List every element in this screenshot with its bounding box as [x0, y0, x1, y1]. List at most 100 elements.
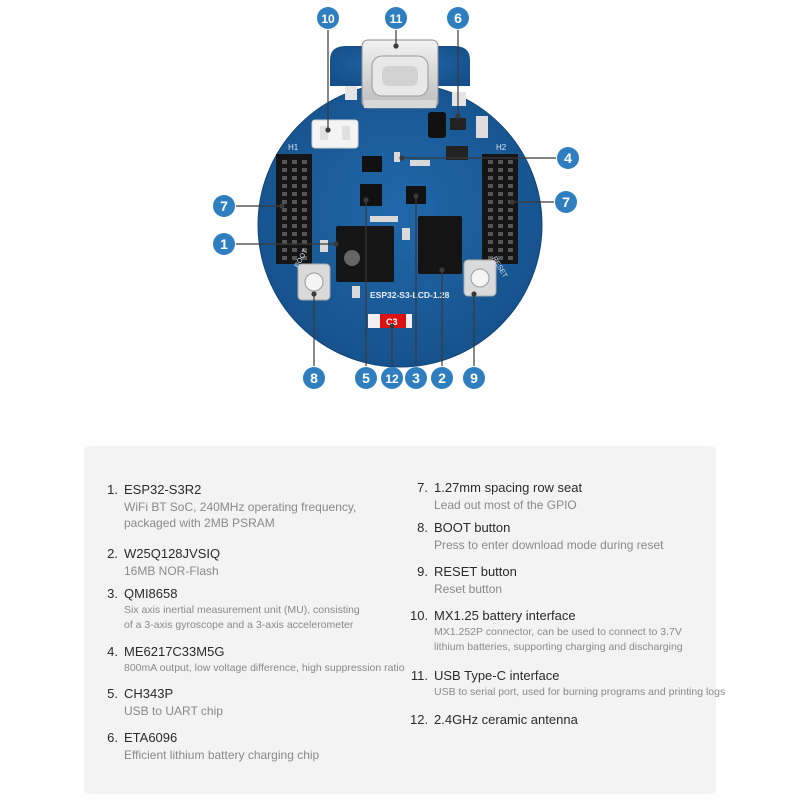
legend-item-description-line: Reset button — [434, 582, 503, 596]
legend-item-description-line: Lead out most of the GPIO — [434, 498, 577, 512]
header-pin — [488, 216, 493, 220]
legend-item-number: 8. — [417, 520, 428, 535]
legend-item-number: 1. — [107, 482, 118, 497]
header-pin — [508, 192, 513, 196]
header-pin — [508, 240, 513, 244]
callout-7-right-number: 7 — [562, 194, 570, 210]
legend-item-description: USB to UART chip — [100, 703, 223, 719]
legend-item-description-line: Efficient lithium battery charging chip — [124, 748, 320, 762]
header-pin — [508, 184, 513, 188]
legend-item-title: 1. ESP32-S3R2 — [100, 482, 356, 498]
callout-5-number: 5 — [362, 370, 370, 386]
callout-2-number: 2 — [438, 370, 446, 386]
legend-item-title: 10.MX1.25 battery interface — [410, 608, 683, 624]
header-pin — [508, 168, 513, 172]
legend-item-title: 8.BOOT button — [410, 520, 663, 536]
legend-item-title-text: ETA6096 — [124, 730, 178, 745]
legend-item-description: Lead out most of the GPIO — [410, 497, 582, 513]
header-pin — [302, 160, 307, 164]
passives — [320, 152, 430, 298]
header-pin — [292, 176, 297, 180]
header-pin — [498, 184, 503, 188]
header-pin — [282, 176, 287, 180]
legend-item-number: 9. — [417, 564, 428, 579]
header-pin — [508, 160, 513, 164]
header-pin — [488, 232, 493, 236]
header-pin — [498, 168, 503, 172]
header-pin — [282, 256, 287, 260]
callout-11-number: 11 — [390, 12, 403, 26]
header-pin — [508, 216, 513, 220]
legend-item-description-line: WiFi BT SoC, 240MHz operating frequency, — [124, 500, 357, 514]
legend-item-title-text: 1.27mm spacing row seat — [434, 480, 583, 495]
legend-item-title-text: RESET button — [434, 564, 517, 579]
usb-side-part-left — [345, 86, 357, 100]
header-pin — [498, 256, 503, 260]
legend-item-number: 2. — [107, 546, 118, 561]
reset-button-graphic — [463, 259, 497, 297]
header-pin — [292, 216, 297, 220]
callout-1-number: 1 — [220, 236, 228, 252]
legend-item-title: 12.2.4GHz ceramic antenna — [410, 712, 578, 728]
legend-item-description: Press to enter download mode during rese… — [410, 537, 663, 553]
header-pin — [508, 248, 513, 252]
legend-item-description: Reset button — [410, 581, 517, 597]
legend-item-title: 2. W25Q128JVSIQ — [100, 546, 220, 562]
legend-item-description: Six axis inertial measurement unit (MU),… — [100, 603, 360, 633]
legend-item-description: 16MB NOR-Flash — [100, 563, 220, 579]
callout-4-number: 4 — [564, 150, 572, 166]
legend-item-title-text: W25Q128JVSIQ — [124, 546, 221, 561]
callout-9-leader-dot — [471, 291, 477, 297]
callout-7-right-leader-dot — [509, 199, 515, 205]
header-pin — [498, 216, 503, 220]
header-pin — [282, 224, 287, 228]
legend-item-description-line: 800mA output, low voltage difference, hi… — [124, 662, 405, 674]
legend-item-description-line: lithium batteries, supporting charging a… — [434, 641, 683, 653]
callout-8-leader-dot — [311, 291, 317, 297]
header-pin — [488, 200, 493, 204]
callout-2-badge — [431, 367, 453, 389]
usb-c-connector — [361, 39, 439, 109]
legend-item-title-text: USB Type-C interface — [434, 668, 560, 683]
callout-1-leader-dot — [333, 241, 339, 247]
header-pin — [282, 232, 287, 236]
legend-item-title: 3.QMI8658 — [100, 586, 360, 602]
legend-item-description-line: USB to serial port, used for burning pro… — [434, 686, 726, 698]
header-pin — [302, 240, 307, 244]
header-pin — [292, 248, 297, 252]
legend-item-number: 7. — [417, 480, 428, 495]
header-pin — [488, 208, 493, 212]
legend-item-title: 5.CH343P — [100, 686, 223, 702]
charger-area — [428, 112, 488, 160]
board-name-silkscreen: ESP32-S3-LCD-1.28 — [370, 290, 450, 300]
callout-7-left-number: 7 — [220, 198, 228, 214]
header-pin — [498, 200, 503, 204]
callout-4-leader-dot — [399, 155, 405, 161]
header-pin — [508, 232, 513, 236]
header-pin — [282, 184, 287, 188]
header-pin — [302, 232, 307, 236]
legend-item-number: 10. — [410, 608, 429, 623]
header-pin — [282, 168, 287, 172]
header-pin — [292, 184, 297, 188]
header-pin — [498, 240, 503, 244]
header-pin — [282, 216, 287, 220]
header-pin — [508, 224, 513, 228]
legend-item-title: 11.USB Type-C interface — [410, 668, 725, 684]
legend-item-title-text: ESP32-S3R2 — [124, 482, 202, 497]
silkscreen-c3: C3 — [386, 317, 398, 327]
header-pin — [282, 240, 287, 244]
legend-item-description-line: of a 3-axis gyroscope and a 3-axis accel… — [124, 619, 354, 631]
silkscreen-h1: H1 — [288, 143, 299, 152]
header-pin — [498, 176, 503, 180]
callout-7-left-badge — [213, 195, 235, 217]
legend-item: 2. W25Q128JVSIQ 16MB NOR-Flash — [100, 546, 220, 579]
usb-side-part-right — [452, 92, 466, 106]
